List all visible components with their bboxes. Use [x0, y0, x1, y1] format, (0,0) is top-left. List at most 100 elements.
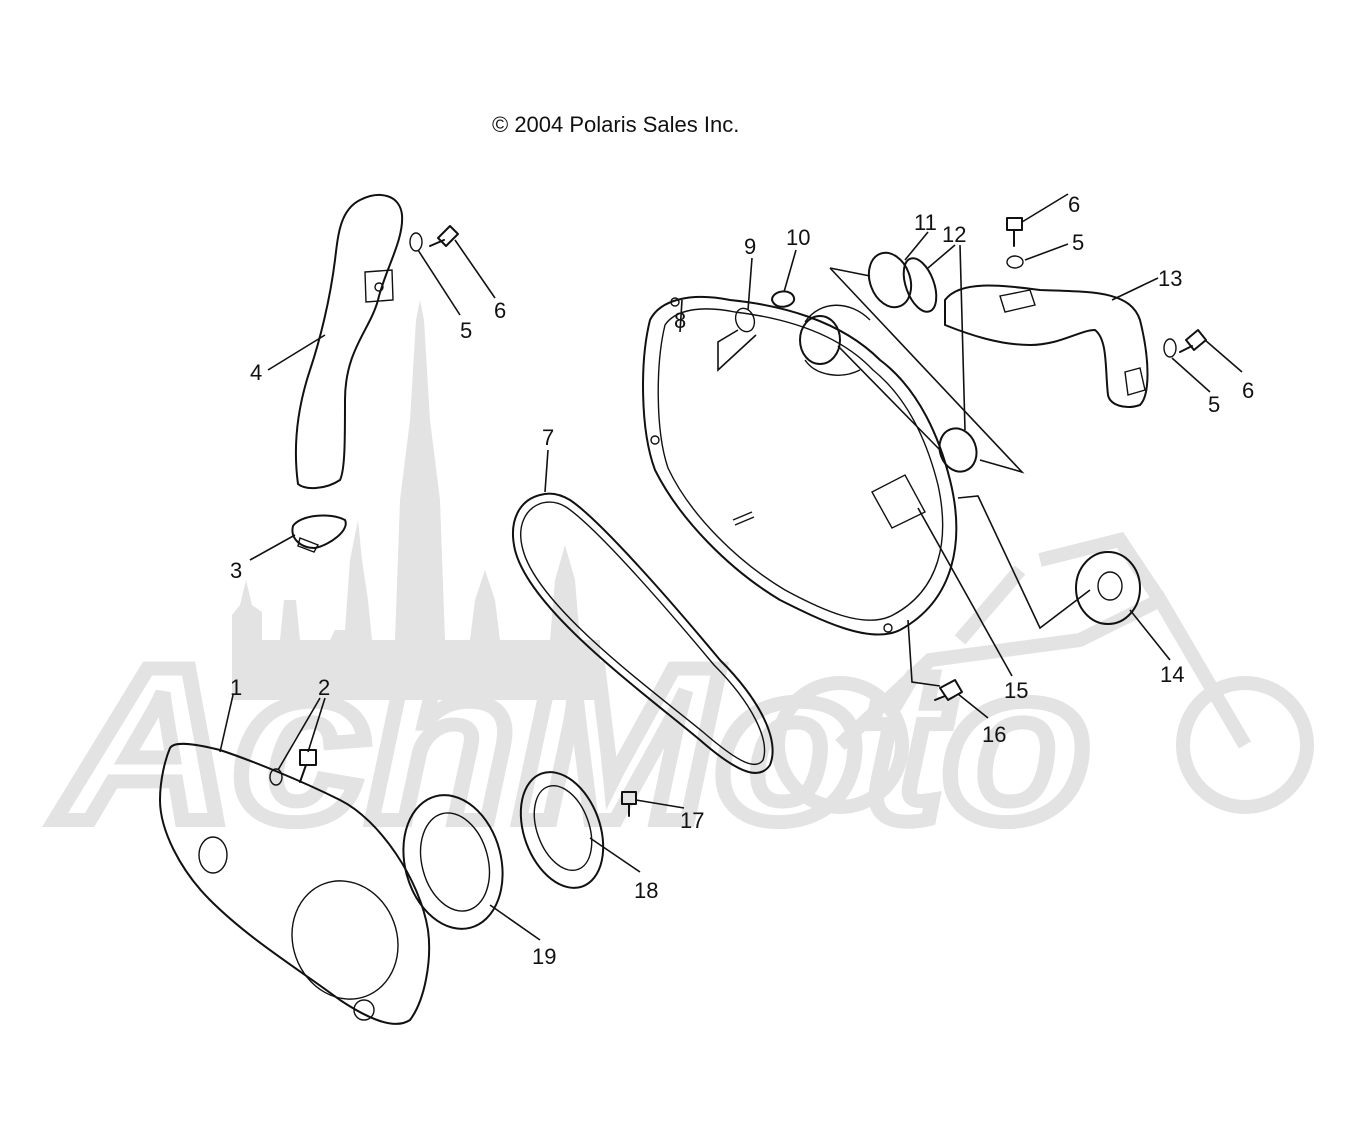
clamp-3: [291, 514, 347, 549]
leader-3: [249, 534, 296, 561]
inner-cover-boss: [353, 999, 375, 1021]
outer-cover-outlet: [799, 315, 841, 365]
leader-14-bracket: [957, 495, 1091, 630]
callout-19: 19: [532, 944, 556, 969]
leader-7: [544, 449, 549, 493]
callout-6c: 6: [1242, 378, 1254, 403]
leader-8: [679, 299, 683, 333]
plug-10: [771, 290, 796, 308]
callout-12: 12: [942, 222, 966, 247]
duct-left-bracket: [364, 269, 394, 303]
leader-lines: [219, 193, 1243, 941]
plate-18: [519, 771, 605, 889]
callout-7: 7: [542, 425, 554, 450]
inner-cover: [159, 742, 431, 1025]
callouts: 1 2 3 4 5 6 7 8 9 10 11 12 6 5 13 5 6 14…: [230, 192, 1254, 969]
plate-18-inner: [533, 785, 593, 871]
washer-5c: [1163, 338, 1177, 358]
leader-cover-outlet: [837, 345, 941, 451]
outer-cover: [642, 296, 958, 636]
callout-15: 15: [1004, 678, 1028, 703]
leader-13: [1111, 277, 1159, 301]
bolt-6a: [429, 225, 459, 247]
callout-3: 3: [230, 558, 242, 583]
watermark: AchMoto: [48, 300, 1314, 874]
callout-13: 13: [1158, 266, 1182, 291]
o-ring-9: [734, 307, 756, 333]
outer-cover-hole-b: [650, 435, 660, 445]
leader-2: [277, 697, 326, 771]
watermark-wheel-front: [1176, 676, 1314, 814]
drive-belt-inner: [520, 501, 766, 765]
leader-16-bracket: [907, 619, 941, 687]
seal-19: [402, 794, 504, 930]
leader-14: [1129, 609, 1171, 661]
callout-6a: 6: [494, 298, 506, 323]
duct-right-bracket: [999, 289, 1036, 313]
callout-9: 9: [744, 234, 756, 259]
leader-10: [783, 249, 797, 293]
watermark-skyline: [232, 300, 600, 700]
duct-right-bracket-2: [1124, 367, 1146, 396]
gasket-14: [1075, 551, 1141, 625]
leader-4: [267, 334, 326, 371]
callout-5a: 5: [460, 318, 472, 343]
washer-5a: [409, 232, 423, 252]
leader-9: [747, 257, 753, 311]
outer-cover-hole-c: [883, 623, 893, 633]
outer-cover-label: [871, 474, 926, 529]
clamp-12b: [938, 427, 978, 473]
clamp-12a: [902, 257, 938, 313]
leader-19: [489, 904, 541, 941]
drive-belt: [512, 492, 774, 774]
leader-18: [589, 837, 641, 873]
bolt-2: [299, 749, 317, 783]
duct-left: [294, 194, 404, 490]
leader-11: [904, 231, 929, 261]
callout-4: 4: [250, 360, 262, 385]
outer-cover-hole-a: [670, 297, 680, 307]
outer-cover-outlet-tube: [804, 304, 871, 376]
leader-16: [957, 693, 989, 719]
watermark-bike-frame: [835, 532, 1252, 751]
washer-5b: [1006, 255, 1024, 269]
leader-5a: [417, 249, 461, 316]
leader-5c: [1171, 357, 1211, 393]
leader-8-bracket: [717, 329, 757, 372]
callout-2: 2: [318, 675, 330, 700]
callout-18: 18: [634, 878, 658, 903]
callout-8: 8: [674, 308, 686, 333]
coupler-11: [867, 251, 913, 309]
duct-right: [944, 284, 1149, 408]
clamp-3-screw: [297, 537, 320, 553]
callout-6b: 6: [1068, 192, 1080, 217]
callout-17: 17: [680, 808, 704, 833]
leader-17: [635, 799, 685, 809]
leader-15: [917, 507, 1013, 677]
callout-5c: 5: [1208, 392, 1220, 417]
bolt-6c: [1179, 329, 1207, 353]
screw-17: [621, 791, 637, 817]
leader-6a: [454, 239, 496, 299]
callout-10: 10: [786, 225, 810, 250]
outer-cover-rim: [657, 308, 944, 621]
parts: [159, 194, 1207, 1025]
leader-6b: [1021, 193, 1069, 223]
watermark-wheel-rear: [771, 676, 909, 814]
washer-2: [269, 768, 283, 786]
inner-cover-hub: [198, 836, 228, 874]
leader-12-bracket: [829, 267, 1025, 474]
outer-cover-slot: [732, 511, 755, 526]
bolt-6b: [1006, 217, 1023, 247]
callout-11: 11: [914, 210, 937, 235]
callout-5b: 5: [1072, 230, 1084, 255]
callout-1: 1: [230, 675, 242, 700]
screw-16: [934, 679, 963, 701]
callout-16: 16: [982, 722, 1006, 747]
gasket-14-inner: [1097, 571, 1123, 601]
leader-6c: [1204, 339, 1243, 373]
duct-left-bracket-hole: [374, 282, 384, 292]
copyright-notice: © 2004 Polaris Sales Inc.: [492, 112, 740, 137]
seal-19-inner: [419, 812, 491, 912]
